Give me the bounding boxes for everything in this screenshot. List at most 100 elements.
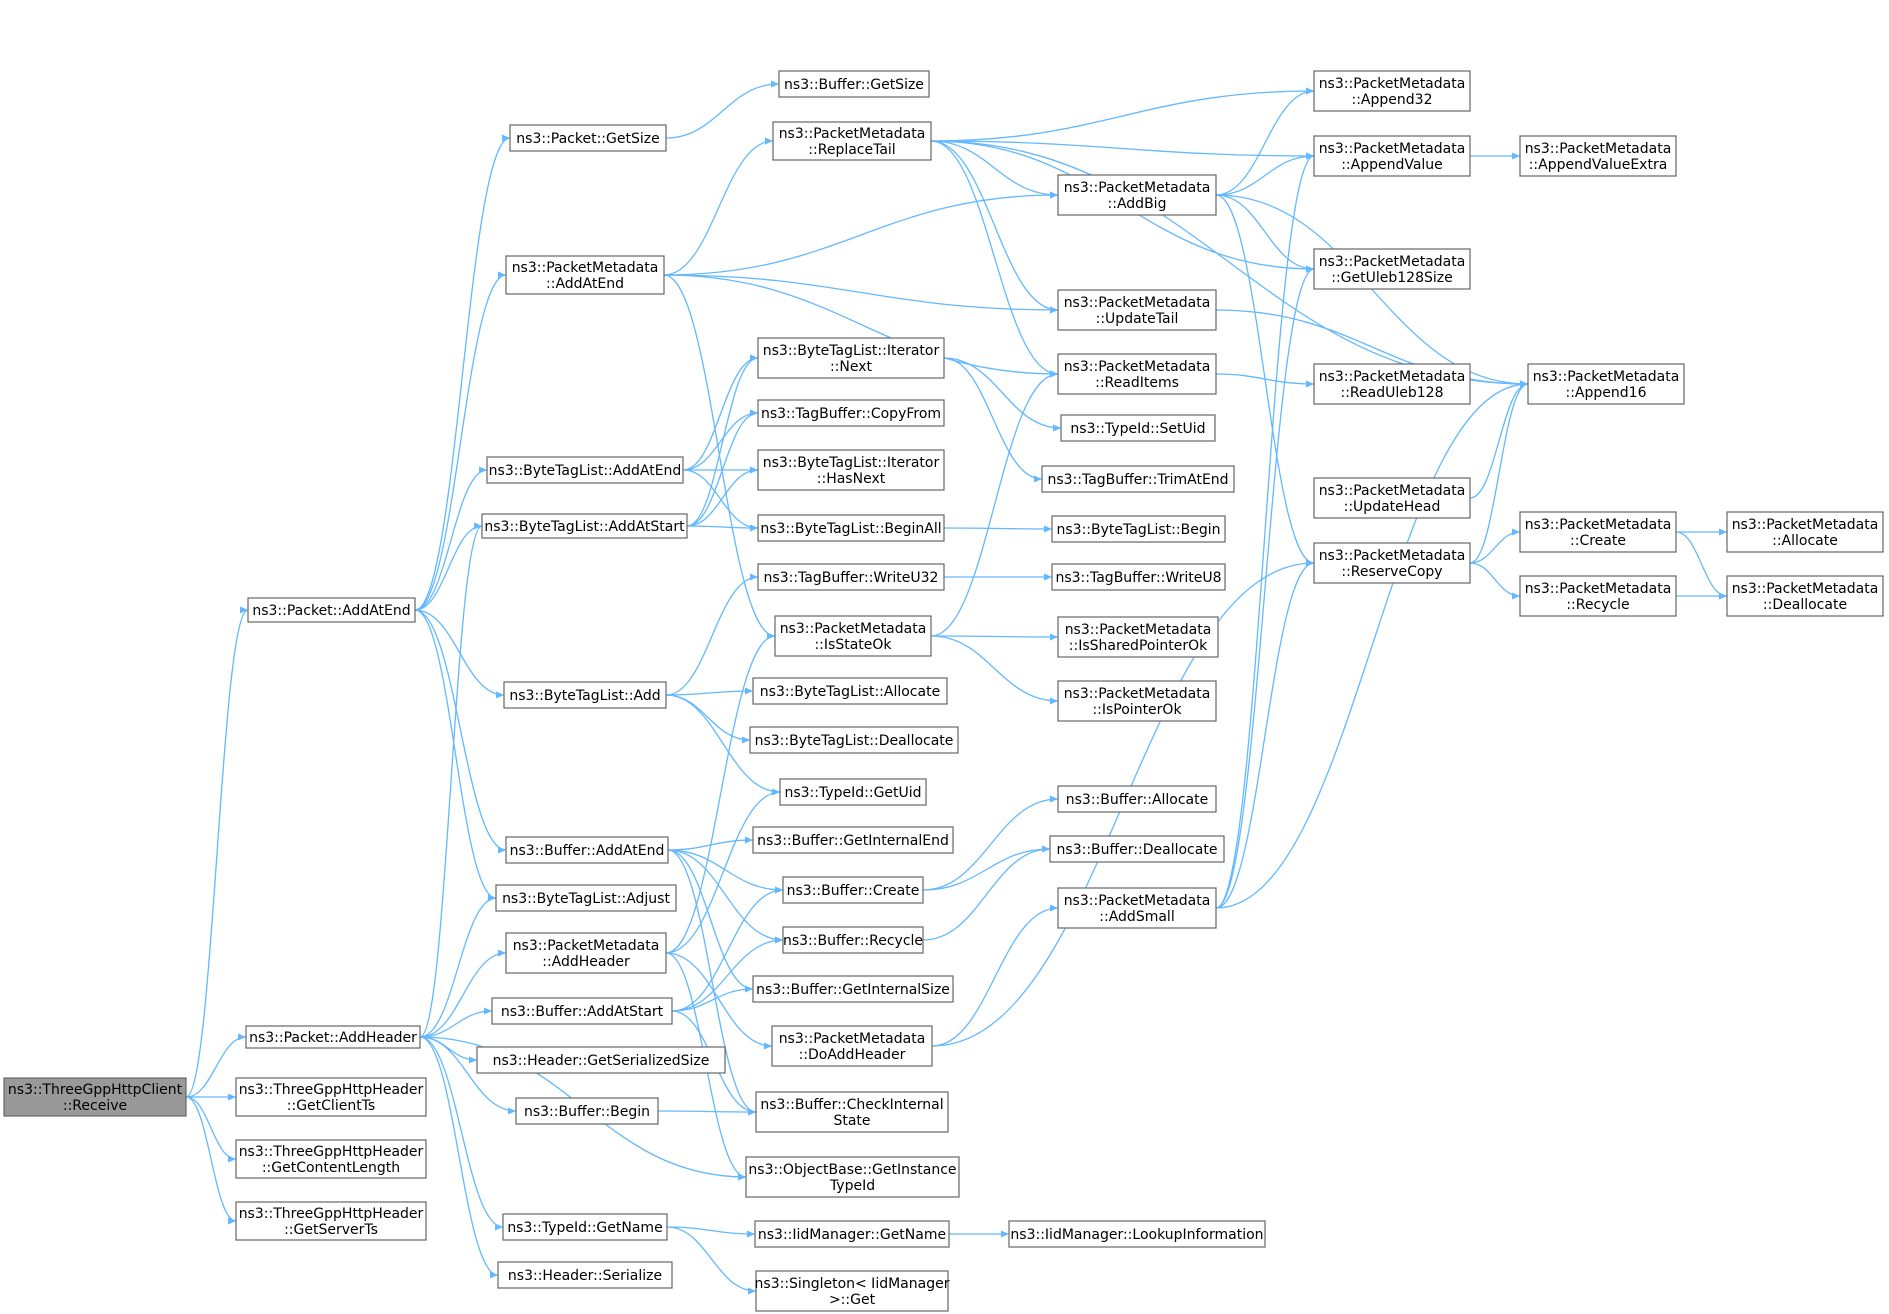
node-pm-issharedptrok[interactable]: ns3::PacketMetadata::IsSharedPointerOk (1057, 616, 1219, 658)
node-pm-addbig[interactable]: ns3::PacketMetadata::AddBig (1057, 174, 1217, 216)
node-pm-allocate[interactable]: ns3::PacketMetadata::Allocate (1726, 511, 1884, 553)
node-hdr-getsersize[interactable]: ns3::Header::GetSerializedSize (476, 1046, 726, 1074)
node-btl-addatstart[interactable]: ns3::ByteTagList::AddAtStart (481, 513, 688, 539)
node-typeid-getuid[interactable]: ns3::TypeId::GetUid (779, 778, 927, 806)
edge-pkt_addheader-to-buf_addatstart (419, 1007, 493, 1038)
node-label: ::Create (1570, 533, 1626, 549)
node-box (754, 1220, 950, 1248)
node-box (1049, 835, 1225, 863)
node-tb-trimatend[interactable]: ns3::TagBuffer::TrimAtEnd (1041, 465, 1235, 493)
node-typeid-setuid[interactable]: ns3::TypeId::SetUid (1060, 414, 1216, 442)
node-hdr-contentlen[interactable]: ns3::ThreeGppHttpHeader::GetContentLengt… (235, 1139, 427, 1179)
node-buf-deallocate[interactable]: ns3::Buffer::Deallocate (1049, 835, 1225, 863)
node-btl-add[interactable]: ns3::ByteTagList::Add (503, 681, 667, 709)
node-label: ns3::Buffer::AddAtEnd (510, 843, 665, 859)
node-btl-it-hasnext[interactable]: ns3::ByteTagList::Iterator::HasNext (757, 449, 945, 491)
node-typeid-getname[interactable]: ns3::TypeId::GetName (502, 1213, 668, 1241)
node-btl-it-next[interactable]: ns3::ByteTagList::Iterator::Next (757, 337, 945, 379)
edge-pm_updatetail-to-pm_append16 (1215, 309, 1529, 388)
node-box (497, 1261, 673, 1289)
edge-pm_reservecopy-to-pm_recycle (1469, 562, 1521, 600)
node-btl-allocate[interactable]: ns3::ByteTagList::Allocate (752, 677, 948, 705)
node-buf-getinternalsize[interactable]: ns3::Buffer::GetInternalSize (752, 975, 954, 1003)
node-hdr-clientts[interactable]: ns3::ThreeGppHttpHeader::GetClientTs (235, 1077, 427, 1117)
node-pm-recycle[interactable]: ns3::PacketMetadata::Recycle (1519, 575, 1677, 617)
node-pm-replacetail[interactable]: ns3::PacketMetadata::ReplaceTail (772, 121, 932, 161)
node-pm-updatehead[interactable]: ns3::PacketMetadata::UpdateHead (1313, 477, 1471, 519)
node-pkt-addheader[interactable]: ns3::Packet::AddHeader (245, 1025, 421, 1049)
node-label: ns3::Packet::AddHeader (249, 1030, 417, 1046)
node-pm-doaddheader[interactable]: ns3::PacketMetadata::DoAddHeader (771, 1025, 933, 1067)
node-pm-append16[interactable]: ns3::PacketMetadata::Append16 (1527, 363, 1685, 405)
node-buf-create[interactable]: ns3::Buffer::Create (782, 876, 924, 904)
node-label: ::AddHeader (542, 954, 630, 970)
node-pkt-addatend[interactable]: ns3::Packet::AddAtEnd (247, 597, 416, 623)
node-iid-getname[interactable]: ns3::IidManager::GetName (754, 1220, 950, 1248)
node-box (1057, 289, 1217, 331)
node-label: ::AppendValueExtra (1529, 157, 1668, 173)
edge-pm_addsmall-to-pm_getuleb128size (1215, 265, 1315, 909)
node-buf-addatstart[interactable]: ns3::Buffer::AddAtStart (491, 997, 673, 1025)
node-btl-beginall[interactable]: ns3::ByteTagList::BeginAll (757, 514, 945, 542)
node-label: ::DoAddHeader (799, 1047, 906, 1063)
node-pm-isstateok[interactable]: ns3::PacketMetadata::IsStateOk (774, 615, 932, 657)
edge-btl_add-to-tb_writeu32 (665, 573, 759, 696)
node-iid-lookupinfo[interactable]: ns3::IidManager::LookupInformation (1008, 1220, 1266, 1248)
node-box (505, 255, 665, 295)
node-label: ns3::Header::GetSerializedSize (493, 1053, 710, 1069)
node-pm-getuleb128size[interactable]: ns3::PacketMetadata::GetUleb128Size (1313, 248, 1471, 290)
node-buf-getinternalend[interactable]: ns3::Buffer::GetInternalEnd (752, 826, 954, 854)
edge-pm_addatend-to-pm_addbig (663, 191, 1059, 276)
node-buf-begin[interactable]: ns3::Buffer::Begin (515, 1097, 659, 1125)
node-buf-getsize[interactable]: ns3::Buffer::GetSize (778, 70, 930, 98)
node-tb-copyfrom[interactable]: ns3::TagBuffer::CopyFrom (757, 399, 945, 427)
node-pm-addheader[interactable]: ns3::PacketMetadata::AddHeader (505, 932, 667, 974)
node-pm-appendvalueextra[interactable]: ns3::PacketMetadata::AppendValueExtra (1519, 135, 1677, 177)
node-btl-deallocate[interactable]: ns3::ByteTagList::Deallocate (749, 726, 959, 754)
node-pm-readuleb128[interactable]: ns3::PacketMetadata::ReadUleb128 (1313, 363, 1471, 405)
node-hdr-serialize[interactable]: ns3::Header::Serialize (497, 1261, 673, 1289)
node-box (505, 932, 667, 974)
node-buf-addatend[interactable]: ns3::Buffer::AddAtEnd (505, 836, 669, 864)
node-btl-begin[interactable]: ns3::ByteTagList::Begin (1051, 515, 1226, 543)
node-pm-addsmall[interactable]: ns3::PacketMetadata::AddSmall (1057, 887, 1217, 929)
node-btl-addatend[interactable]: ns3::ByteTagList::AddAtEnd (486, 456, 684, 484)
node-pm-deallocate[interactable]: ns3::PacketMetadata::Deallocate (1726, 575, 1884, 617)
node-label: ns3::PacketMetadata (779, 126, 926, 142)
node-buf-recycle[interactable]: ns3::Buffer::Recycle (782, 926, 924, 954)
node-pm-create[interactable]: ns3::PacketMetadata::Create (1519, 511, 1677, 553)
node-buf-allocate[interactable]: ns3::Buffer::Allocate (1057, 785, 1217, 813)
node-tb-writeu8[interactable]: ns3::TagBuffer::WriteU8 (1051, 563, 1226, 591)
node-pm-isptrok[interactable]: ns3::PacketMetadata::IsPointerOk (1057, 680, 1217, 722)
node-hdr-serverts[interactable]: ns3::ThreeGppHttpHeader::GetServerTs (235, 1201, 427, 1241)
node-box (1051, 515, 1226, 543)
node-box (1057, 174, 1217, 216)
edge-pkt_addheader-to-pm_addheader (419, 949, 507, 1038)
edge-btl_addatstart-to-btl_beginall (686, 524, 759, 532)
edge-buf_addatstart-to-buf_getinternalsize (671, 985, 754, 1012)
node-pm-append32[interactable]: ns3::PacketMetadata::Append32 (1313, 70, 1471, 112)
edge-root-to-pkt_addheader (185, 1033, 247, 1098)
node-label: ns3::TypeId::SetUid (1070, 421, 1205, 437)
node-tb-writeu32[interactable]: ns3::TagBuffer::WriteU32 (757, 563, 945, 591)
node-box (1726, 511, 1884, 553)
node-box (3, 1077, 187, 1117)
node-singleton-get[interactable]: ns3::Singleton< IidManager>::Get (755, 1270, 950, 1312)
node-btl-adjust[interactable]: ns3::ByteTagList::Adjust (495, 884, 677, 912)
node-pm-reservecopy[interactable]: ns3::PacketMetadata::ReserveCopy (1313, 542, 1471, 584)
node-label: ns3::ThreeGppHttpClient (8, 1082, 183, 1098)
node-label: ns3::Buffer::Allocate (1066, 792, 1209, 808)
edge-pm_doaddheader-to-pm_addsmall (931, 904, 1059, 1047)
node-pm-updatetail[interactable]: ns3::PacketMetadata::UpdateTail (1057, 289, 1217, 331)
node-pm-appendvalue[interactable]: ns3::PacketMetadata::AppendValue (1313, 135, 1471, 177)
node-pm-readitems[interactable]: ns3::PacketMetadata::ReadItems (1057, 353, 1217, 395)
node-box (1057, 680, 1217, 722)
node-root[interactable]: ns3::ThreeGppHttpClient::Receive (3, 1077, 187, 1117)
edge-buf_create-to-buf_deallocate (922, 845, 1051, 891)
node-pkt-getsize[interactable]: ns3::Packet::GetSize (509, 124, 667, 152)
edge-pm_readitems-to-pm_readuleb128 (1215, 373, 1315, 388)
node-box (752, 826, 954, 854)
node-pm-addatend[interactable]: ns3::PacketMetadata::AddAtEnd (505, 255, 665, 295)
